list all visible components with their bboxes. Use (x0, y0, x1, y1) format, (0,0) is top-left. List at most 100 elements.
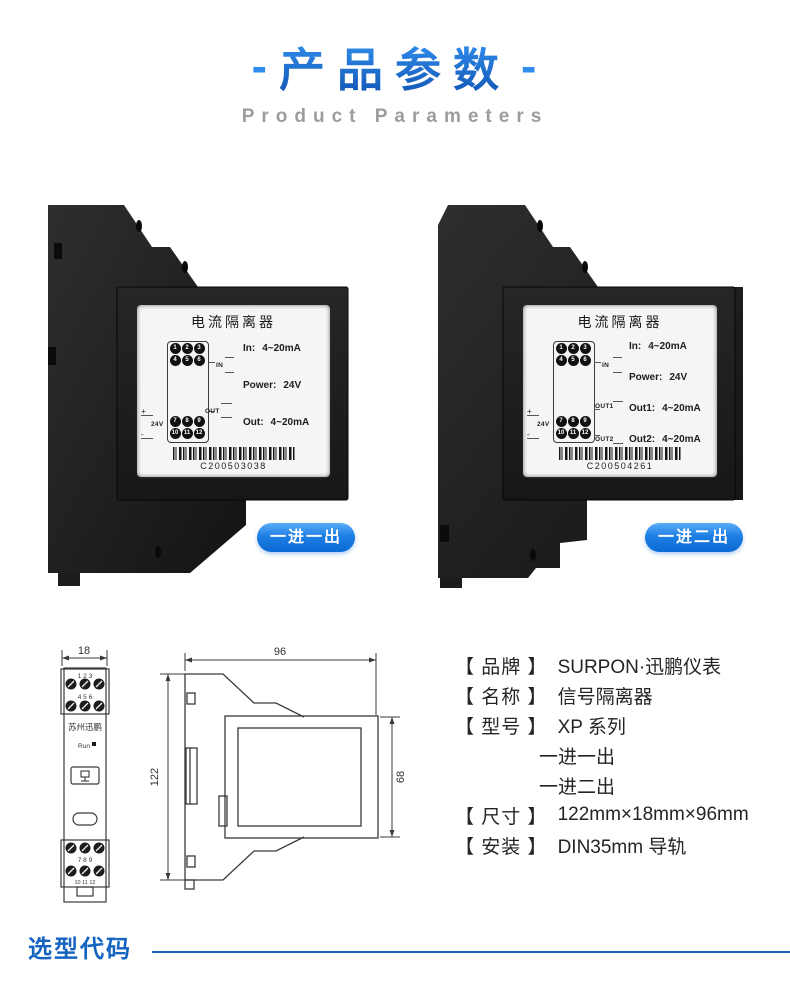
spec-value: SURPON·迅鹏仪表 (557, 656, 722, 678)
connector-line (208, 411, 214, 412)
run-led-label: Run (78, 743, 90, 750)
connector-line (613, 372, 622, 373)
out2-terminal-label: OUT2 (595, 436, 614, 443)
serial-number: C200503038 (200, 461, 267, 471)
terminal-block-diagram (553, 341, 595, 443)
spec-list: 【 品牌 】SURPON·迅鹏仪表 【 名称 】信号隔离器 【 型号 】 XP 系… (455, 650, 785, 860)
connector-line (613, 443, 623, 444)
minus-sign: - (527, 430, 530, 439)
label-spec-row: In: 4~20mA (243, 343, 301, 354)
spec-row-variant-1: 一进一出 (455, 740, 785, 770)
connector-line (594, 435, 600, 436)
spec-val: 4~20mA (648, 341, 687, 352)
side-width-dim: 96 (274, 646, 286, 658)
front-width-dim: 18 (78, 645, 90, 657)
spec-label: 【 安装 】 (455, 836, 548, 858)
spec-key: Power: (629, 372, 663, 383)
spec-key: Power: (243, 380, 277, 391)
connector-line (594, 409, 600, 410)
serial-number: C200504261 (586, 461, 654, 471)
spec-key: Out: (243, 417, 264, 428)
label-spec-row: Power: 24V (629, 372, 687, 383)
connector-line (527, 415, 539, 416)
connector-line (613, 357, 622, 358)
spec-value: 一进二出 (539, 776, 616, 798)
terminal-numbers-bot2: 10 11 12 (74, 880, 95, 886)
spec-val: 4~20mA (262, 343, 301, 354)
spec-label: 【 尺寸 】 (455, 806, 548, 828)
plus-sign: + (141, 407, 146, 416)
spec-value: 信号隔离器 (557, 686, 653, 708)
spec-value: XP 系列 (557, 716, 626, 738)
power-terminal-label: 24V (537, 421, 550, 428)
label-spec-row: Out1: 4~20mA (629, 403, 701, 414)
connector-line (141, 415, 153, 416)
terminal-numbers-mid: 4 5 6 (78, 694, 93, 701)
spec-key: In: (629, 341, 642, 352)
spec-key: In: (243, 343, 256, 354)
label-spec-row: Out: 4~20mA (243, 417, 309, 428)
spec-row-mounting: 【 安装 】 DIN35mm 导轨 (455, 830, 785, 860)
side-panel-dim: 68 (395, 771, 407, 783)
side-height-dim: 122 (149, 768, 161, 786)
selection-code-section-title: 选型代码 (28, 936, 132, 963)
spec-row-brand: 【 品牌 】SURPON·迅鹏仪表 (455, 650, 785, 680)
label-spec-row: Power: 24V (243, 380, 301, 391)
connector-line (221, 417, 232, 418)
spec-row-name: 【 名称 】信号隔离器 (455, 680, 785, 710)
out-terminal-label: OUT (205, 408, 220, 415)
spec-row-model: 【 型号 】 XP 系列 (455, 710, 785, 740)
spec-val: 4~20mA (270, 417, 310, 428)
connector-line (527, 438, 539, 439)
connector-line (225, 372, 234, 373)
barcode (559, 447, 681, 460)
page-title: -产品参数- (0, 40, 790, 98)
spec-val: 24V (283, 380, 302, 391)
spec-label: 【 型号 】 (455, 716, 548, 738)
header: -产品参数- Product Parameters (0, 40, 790, 128)
spec-row-size: 【 尺寸 】 122mm×18mm×96mm (455, 800, 785, 830)
title-dash-left: - (251, 40, 269, 92)
page-subtitle: Product Parameters (241, 106, 549, 127)
label-spec-row: Out2: 4~20mA (629, 434, 701, 445)
front-view-drawing: 18 1 2 3 4 5 6 7 8 9 10 11 12 苏州迅鹏 Run (60, 645, 110, 903)
title-dash-right: - (521, 40, 539, 92)
terminal-numbers-top: 1 2 3 (78, 673, 93, 680)
terminal-numbers-bot1: 7 8 9 (78, 857, 93, 864)
spec-value: 122mm×18mm×96mm (557, 804, 749, 825)
spec-val: 4~20mA (662, 434, 701, 445)
spec-val: 4~20mA (662, 403, 701, 414)
connector-line (613, 401, 623, 402)
connector-line (141, 438, 153, 439)
spec-key: Out1: (629, 403, 656, 414)
page-title-text: 产品参数 (279, 44, 511, 96)
terminal-block-diagram (167, 341, 209, 443)
plus-sign: + (527, 407, 532, 416)
connector-line (594, 362, 601, 363)
label-title: 电流隔离器 (577, 316, 663, 331)
run-led-dot (92, 742, 96, 746)
spec-label: 【 名称 】 (455, 686, 548, 708)
brand-text: 苏州迅鹏 (68, 722, 102, 732)
section-divider-line (152, 951, 790, 953)
spec-val: 24V (669, 372, 688, 383)
spec-value: DIN35mm 导轨 (557, 836, 687, 858)
connector-line (208, 362, 215, 363)
in-terminal-label: IN (216, 362, 224, 369)
in-terminal-label: IN (602, 362, 610, 369)
side-view-drawing: 96 122 68 (149, 646, 407, 890)
spec-key: Out2: (629, 434, 656, 445)
label-title: 电流隔离器 (191, 316, 276, 331)
barcode (173, 447, 295, 460)
power-terminal-label: 24V (151, 421, 164, 428)
